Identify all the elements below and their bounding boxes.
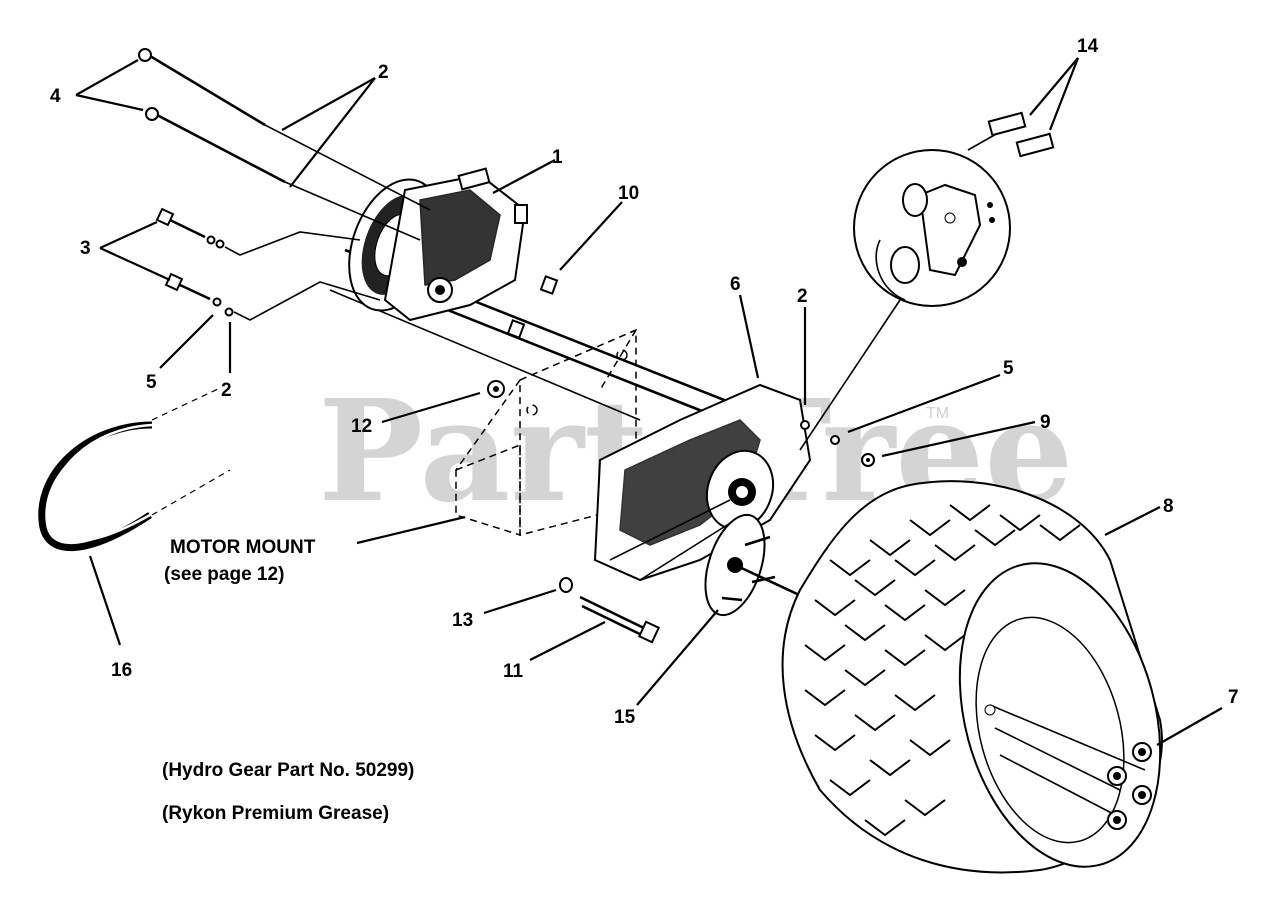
motor-mount-label: MOTOR MOUNT: [170, 537, 316, 558]
callout-8: 8: [1163, 496, 1174, 517]
callout-13: 13: [452, 610, 473, 631]
grease-note: (Rykon Premium Grease): [162, 803, 389, 824]
callout-9: 9: [1040, 412, 1051, 433]
callout-10: 10: [618, 183, 639, 204]
callout-12: 12: [351, 416, 372, 437]
callout-2c: 2: [797, 286, 808, 307]
tire: [781, 480, 1163, 874]
callout-15: 15: [614, 707, 636, 728]
lug-nuts: [1107, 742, 1152, 830]
motor-mount-ref: (see page 12): [164, 564, 284, 585]
tire-tread: [804, 504, 1081, 837]
callout-7: 7: [1228, 687, 1239, 708]
callout-16: 16: [111, 660, 132, 681]
detail-inset: [799, 111, 1055, 451]
leader-lines: [75, 57, 1223, 746]
washers-right: [487, 380, 875, 467]
bushings-10: [506, 275, 559, 339]
callout-5b: 5: [1003, 358, 1014, 379]
callout-1: 1: [552, 147, 563, 168]
notes: MOTOR MOUNT (see page 12) (Hydro Gear Pa…: [162, 537, 414, 824]
callout-5a: 5: [146, 372, 157, 393]
hub-housing: [593, 383, 812, 582]
hydro-gear-note: (Hydro Gear Part No. 50299): [162, 760, 414, 781]
callout-2a: 2: [378, 62, 389, 83]
callout-numbers: 1 2 2 2 3 4 5 5 6 7 8 9 10 11 12 13 14 1…: [50, 36, 1239, 728]
callout-4: 4: [50, 86, 61, 107]
callout-3: 3: [80, 238, 91, 259]
callout-6: 6: [730, 274, 741, 295]
watermark-tm: TM: [926, 405, 949, 422]
callout-11: 11: [503, 661, 524, 682]
belt: [38, 387, 231, 552]
bolts-4: [138, 48, 431, 241]
callout-2b: 2: [221, 380, 232, 401]
callout-14: 14: [1077, 36, 1099, 57]
bolt-11: [559, 577, 661, 644]
transaxle-body: [348, 167, 528, 322]
bolts-3: [155, 207, 381, 321]
